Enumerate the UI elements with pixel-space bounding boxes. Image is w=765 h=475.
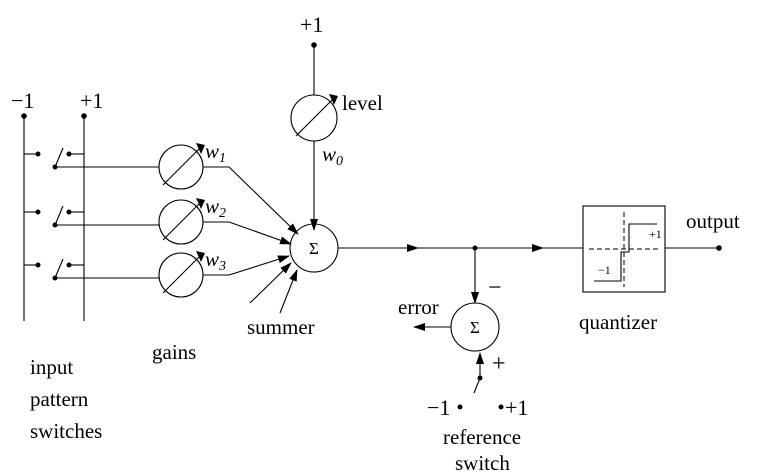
quantizer-label: quantizer xyxy=(579,310,657,334)
reference-label-line1: reference xyxy=(443,425,521,449)
quantizer-low-label: −1 xyxy=(598,263,611,277)
plus-one-rail-label: +1 xyxy=(80,88,103,113)
gain-knob-1[interactable] xyxy=(158,143,205,190)
reference-plus-terminal xyxy=(498,404,504,410)
input-label-line1: input xyxy=(30,355,73,379)
reference-label-line2: switch xyxy=(455,451,510,475)
gain-knob-2[interactable] xyxy=(158,198,205,245)
output-terminal xyxy=(716,245,722,251)
input-rails: −1 +1 xyxy=(11,88,103,321)
input-switch-1[interactable] xyxy=(24,147,159,170)
output-wire xyxy=(665,245,722,251)
error-minus-sign: − xyxy=(488,275,502,301)
input-switch-2[interactable] xyxy=(24,205,159,228)
input-label-line2: pattern xyxy=(30,387,89,411)
summer-node: Σ xyxy=(289,223,339,273)
error-sum-node: Σ xyxy=(450,302,500,352)
summer-sigma: Σ xyxy=(309,239,319,258)
quantizer-high-label: +1 xyxy=(649,227,662,241)
weight-2-label: w2 xyxy=(205,194,226,221)
error-sigma: Σ xyxy=(470,318,480,337)
bias-plus-one-label: +1 xyxy=(300,12,323,37)
error-label: error xyxy=(398,295,439,319)
quantizer-block: +1 −1 xyxy=(582,205,666,293)
level-knob[interactable] xyxy=(290,94,338,142)
gain-to-summer-wires xyxy=(203,166,299,314)
input-label-line3: switches xyxy=(30,419,102,443)
gains-label: gains xyxy=(152,340,196,364)
bias-branch: +1 xyxy=(300,12,323,231)
weight-3-label: w3 xyxy=(205,247,226,274)
level-label: level xyxy=(342,91,383,115)
reference-minus-label: −1 xyxy=(427,395,450,420)
main-signal-wire xyxy=(338,244,583,304)
summer-label: summer xyxy=(247,315,315,339)
weight-1-label: w1 xyxy=(205,139,226,166)
reference-minus-terminal xyxy=(457,404,463,410)
reference-switch[interactable] xyxy=(457,352,504,410)
input-switch-3[interactable] xyxy=(24,258,159,281)
weight-0-label: w0 xyxy=(322,142,343,169)
reference-plus-label: +1 xyxy=(505,395,528,420)
quantizer-step xyxy=(594,223,657,282)
error-plus-sign: + xyxy=(492,351,506,377)
minus-one-rail-label: −1 xyxy=(11,88,34,113)
output-label: output xyxy=(686,209,740,233)
gain-knob-3[interactable] xyxy=(158,251,205,298)
